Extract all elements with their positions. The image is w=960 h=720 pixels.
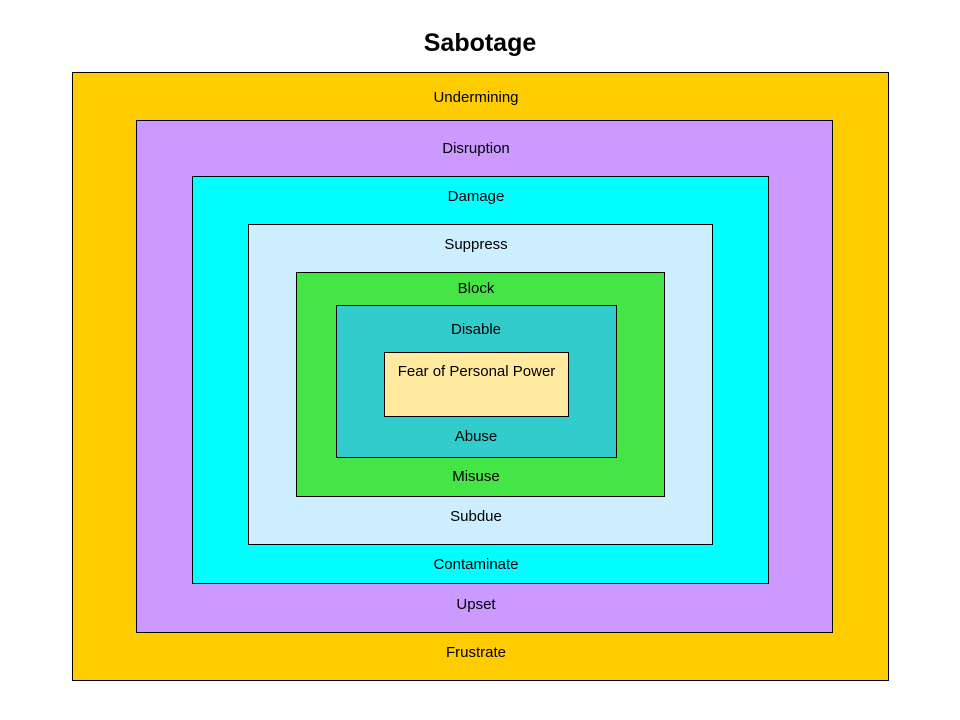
label-misuse: Misuse xyxy=(452,468,500,485)
label-disable: Disable xyxy=(450,321,502,338)
diagram-title: Sabotage xyxy=(423,29,537,57)
core-box: Fear of Personal Power xyxy=(384,352,569,417)
label-contaminate: Contaminate xyxy=(433,556,519,573)
core-label: Fear of Personal Power xyxy=(397,363,556,380)
label-frustrate: Frustrate xyxy=(445,644,506,661)
label-undermining: Undermining xyxy=(433,89,519,106)
label-block: Block xyxy=(457,280,495,297)
label-upset: Upset xyxy=(456,596,496,613)
label-disruption: Disruption xyxy=(442,140,510,157)
label-abuse: Abuse xyxy=(454,428,498,445)
label-suppress: Suppress xyxy=(444,236,508,253)
label-damage: Damage xyxy=(447,188,505,205)
label-subdue: Subdue xyxy=(450,508,502,525)
